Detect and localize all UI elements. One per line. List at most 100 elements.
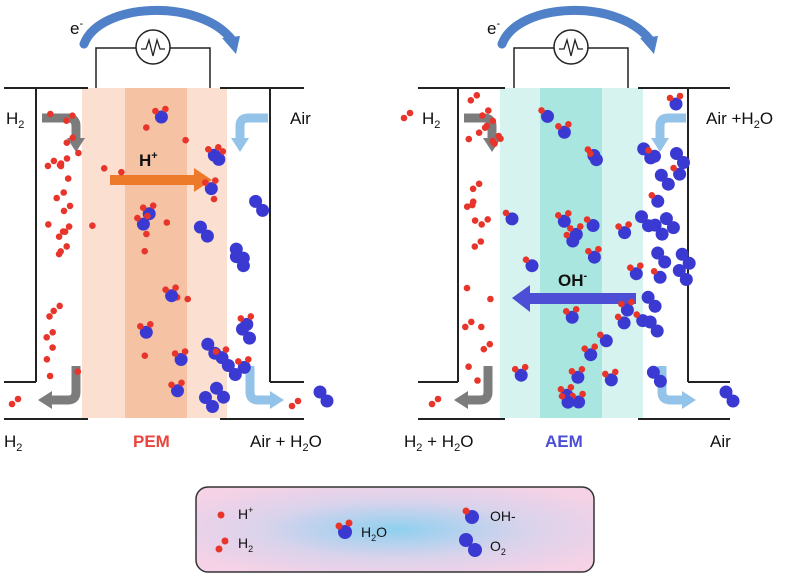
h2-atom — [477, 238, 485, 245]
proton-dot — [53, 194, 60, 202]
h2-atom — [478, 221, 486, 228]
h2-atom — [475, 129, 483, 136]
o2-atom — [679, 273, 693, 286]
proton-dot — [182, 136, 189, 144]
water-hydrogen — [637, 262, 644, 270]
hydroxide-oxygen — [599, 334, 613, 348]
o2-atom — [661, 177, 675, 191]
h2-atom — [495, 132, 503, 140]
pem-electron-arrowhead — [222, 36, 240, 54]
water-oxygen — [154, 110, 168, 124]
proton-dot — [57, 162, 65, 170]
legend-proton-symbol — [217, 511, 225, 519]
hydroxide-hydrogen — [645, 147, 652, 154]
h2-atom — [63, 243, 70, 250]
water-oxygen — [139, 325, 153, 339]
h2-atom — [463, 203, 471, 210]
h2-atom — [288, 402, 296, 410]
pem-electron-label: e- — [70, 18, 83, 38]
water-hydrogen — [565, 121, 572, 128]
hydroxide-hydrogen — [558, 392, 566, 400]
proton-dot — [474, 377, 481, 384]
pem-proton-label: H+ — [139, 150, 158, 170]
water-hydrogen — [568, 368, 576, 375]
aem-air-outlet-arrowhead — [682, 391, 696, 409]
water-oxygen — [571, 370, 585, 384]
aem-hydroxide-arrow — [528, 293, 636, 304]
h2-atom — [475, 180, 483, 188]
water-hydrogen — [581, 345, 588, 353]
h2-atom — [406, 109, 414, 117]
proton-dot — [118, 168, 125, 176]
h2-atom — [56, 302, 63, 310]
h2-atom — [44, 162, 52, 170]
proton-dot — [141, 352, 149, 360]
hydroxide-oxygen — [653, 270, 667, 284]
pem-h2-inlet-arrowhead — [67, 138, 85, 152]
water-hydrogen — [215, 144, 222, 151]
proton-dot — [463, 284, 471, 292]
water-hydrogen — [555, 212, 562, 219]
aem-particles — [400, 92, 740, 409]
h2-atom — [50, 157, 58, 165]
proton-dot — [45, 221, 52, 228]
h2-atom — [65, 223, 73, 230]
o2-atom — [641, 290, 655, 304]
aem-inlet-left-label: H2 — [422, 109, 440, 131]
proton-dot — [143, 124, 150, 131]
o2-atom — [726, 394, 740, 408]
water-oxygen — [584, 348, 598, 362]
h2-atom — [59, 228, 67, 235]
pem-inlet-right-label: Air — [290, 109, 311, 128]
hydroxide-hydrogen — [563, 231, 571, 239]
h2-atom — [49, 329, 56, 336]
hydroxide-oxygen — [561, 395, 575, 409]
h2-atom — [66, 202, 74, 210]
hydroxide-oxygen — [617, 316, 631, 330]
water-oxygen — [669, 97, 683, 111]
legend: H+ H2 H2O OH- O2 — [195, 486, 595, 573]
o2-atom — [199, 391, 212, 404]
pem-water-outlet-arrow — [245, 366, 272, 405]
proton-dot — [55, 250, 63, 258]
water-hydrogen — [235, 358, 242, 365]
pem-proton-arrowhead — [194, 168, 212, 192]
water-oxygen — [557, 125, 571, 139]
water-hydrogen — [567, 225, 574, 232]
hydroxide-hydrogen — [597, 331, 604, 339]
h2-atom — [43, 334, 50, 341]
aem-cell: e- OH- H2 Air +H2O H2 + H2O AEM Air — [400, 5, 773, 454]
water-hydrogen — [585, 247, 592, 255]
aem-h2-outlet-arrow — [466, 366, 493, 405]
water-hydrogen — [615, 223, 622, 230]
water-oxygen — [629, 267, 643, 281]
o2-atom — [228, 368, 242, 381]
pem-proton-arrow — [110, 175, 196, 185]
h2-atom — [69, 134, 77, 141]
water-oxygen — [618, 226, 632, 240]
hydroxide-hydrogen — [614, 313, 622, 321]
aem-hydroxide-label: OH- — [558, 270, 588, 290]
aem-h2-outlet-arrowhead — [454, 391, 468, 409]
h2-atom — [485, 107, 492, 114]
legend-water-symbol — [335, 519, 353, 539]
proton-dot — [47, 110, 54, 118]
aem-air-inlet-arrow — [655, 113, 686, 140]
water-hydrogen — [172, 284, 179, 292]
water-hydrogen — [205, 146, 212, 153]
hydroxide-oxygen — [586, 219, 600, 232]
legend-proton-label: H+ — [238, 505, 253, 522]
pem-load-symbol — [135, 29, 171, 65]
water-hydrogen — [612, 368, 619, 376]
pem-membrane-label: PEM — [133, 432, 170, 451]
water-hydrogen — [152, 107, 159, 115]
h2-atom — [294, 397, 302, 405]
o2-atom — [313, 385, 327, 399]
h2-atom — [486, 340, 494, 348]
o2-atom — [201, 337, 215, 351]
pem-h2-outlet-arrow — [50, 366, 81, 405]
aem-outlet-right-label: Air — [710, 432, 731, 451]
water-oxygen — [565, 310, 579, 324]
o2-atom — [635, 210, 648, 224]
